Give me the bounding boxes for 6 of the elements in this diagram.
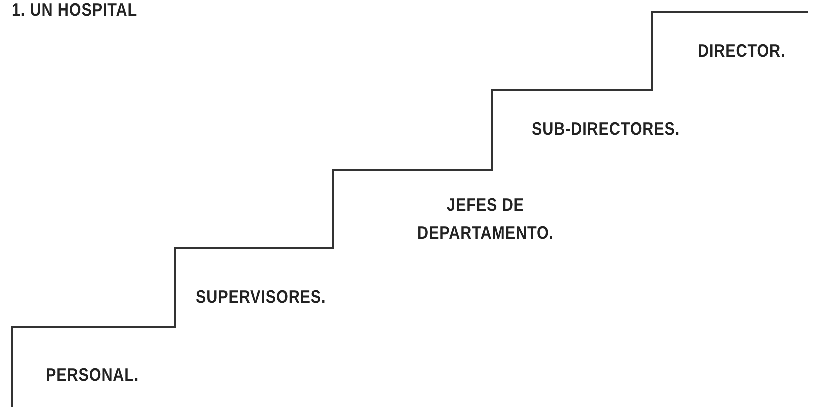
step-label: JEFES DE DEPARTAMENTO. xyxy=(416,194,555,245)
step-label: PERSONAL. xyxy=(46,365,140,386)
step-label: DIRECTOR. xyxy=(698,41,786,62)
title: 1. UN HOSPITAL xyxy=(12,0,138,21)
step-label: SUPERVISORES. xyxy=(196,287,326,308)
step-label: SUB-DIRECTORES. xyxy=(532,119,680,140)
